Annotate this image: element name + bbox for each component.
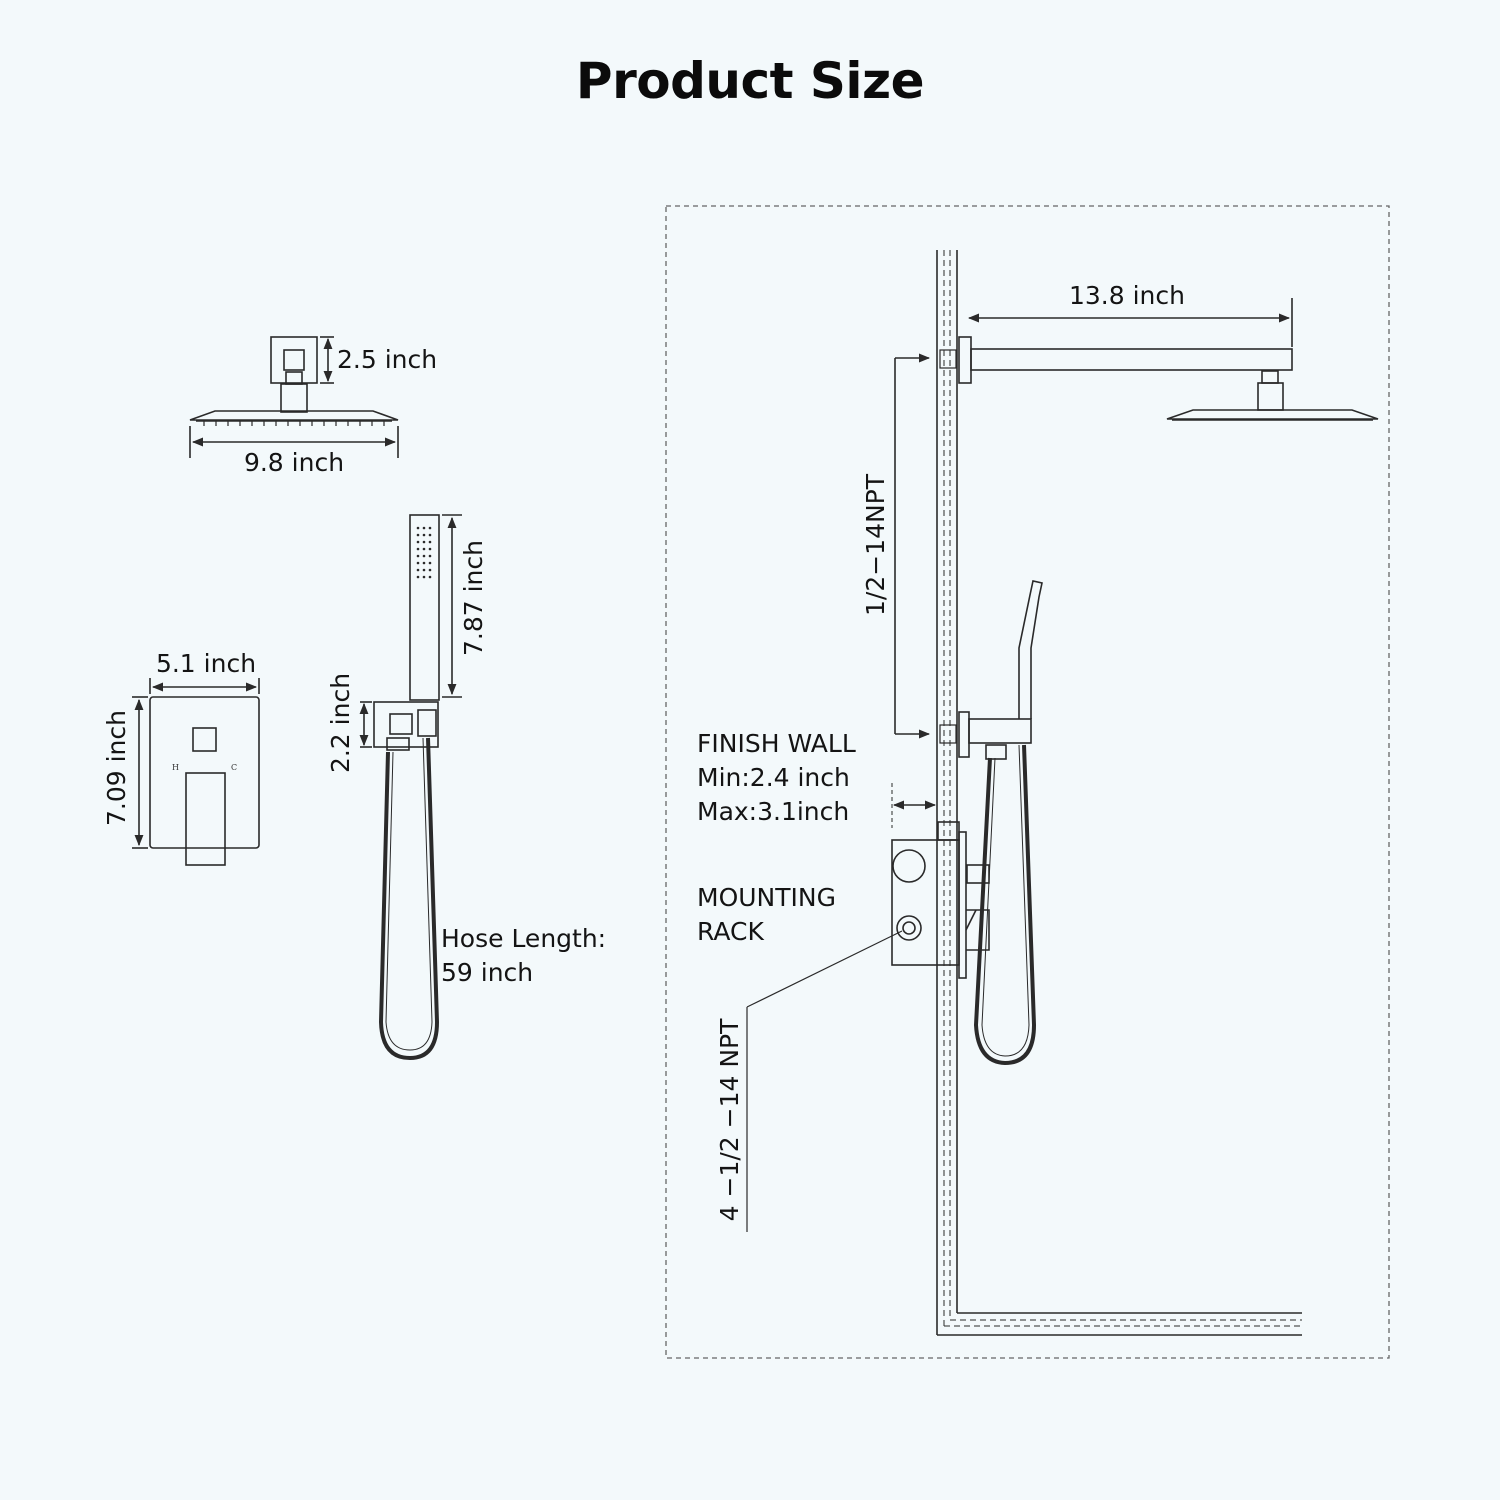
shower-head-height-label: 2.5 inch: [337, 345, 437, 374]
installation-diagram: [746, 250, 1379, 1336]
shower-arm-length-label: 13.8 inch: [1069, 281, 1185, 310]
page-title: Product Size: [575, 52, 925, 110]
mounting-rack-line1: MOUNTING: [697, 883, 836, 912]
valve-hot-marker: H: [172, 763, 179, 772]
outlet-thread-label: 1/2−14NPT: [861, 473, 890, 616]
handheld-shower-drawing: [359, 514, 462, 1061]
shower-head-width-label: 9.8 inch: [244, 448, 344, 477]
finish-wall-title: FINISH WALL: [697, 729, 856, 758]
rain-shower-head-drawing: [189, 336, 399, 458]
installation-panel-frame: [665, 205, 1390, 1359]
valve-cold-marker: C: [231, 763, 237, 772]
finish-wall-max: Max:3.1inch: [697, 797, 849, 826]
finish-wall-min: Min:2.4 inch: [697, 763, 850, 792]
holder-height-label: 2.2 inch: [326, 673, 355, 773]
valve-plate-width-label: 5.1 inch: [156, 649, 256, 678]
hose-length-title: Hose Length:: [441, 924, 606, 953]
valve-trim-plate-drawing: [132, 678, 260, 866]
valve-thread-label: 4 −1/2 −14 NPT: [715, 1018, 744, 1221]
hose-length-value: 59 inch: [441, 958, 533, 987]
valve-plate-height-label: 7.09 inch: [102, 710, 131, 826]
handheld-length-label: 7.87 inch: [459, 540, 488, 656]
mounting-rack-line2: RACK: [697, 917, 764, 946]
